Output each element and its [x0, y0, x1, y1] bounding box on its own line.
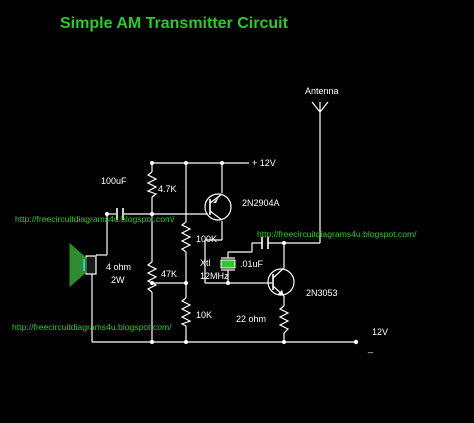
r5-label: 22 ohm: [236, 314, 266, 324]
transistor-q1: [204, 193, 232, 221]
capacitor-c2: [261, 237, 269, 249]
q1-label: 2N2904A: [242, 198, 280, 208]
wires: [91, 112, 356, 343]
capacitor-c1: [116, 208, 124, 220]
r2-label: 100K: [196, 234, 217, 244]
xtal-freq-label: 12MHz: [200, 271, 229, 281]
c1-label: 100uF: [101, 176, 127, 186]
r4-label: 10K: [196, 310, 212, 320]
antenna-symbol: [311, 101, 329, 113]
resistor-r5: [278, 305, 290, 334]
resistor-r2: [180, 221, 192, 253]
resistor-r3: [146, 261, 158, 293]
speaker-watt-label: 2W: [111, 275, 125, 285]
r1-label: 4.7K: [158, 184, 177, 194]
supply-bottom-plus-label: 12V: [372, 327, 388, 337]
xtal-label: Xtl: [200, 258, 211, 268]
speaker-icon: [69, 242, 97, 288]
q2-label: 2N3053: [306, 288, 338, 298]
r3-label: 47K: [161, 269, 177, 279]
supply-bottom-minus-label: _: [367, 343, 374, 353]
watermark-url-2: http://freecircuitdiagrams4u.blogspot.co…: [257, 229, 417, 239]
c2-label: .01uF: [240, 259, 264, 269]
watermark-url-1: http://freecircuitdiagrams4u.blogspot.co…: [15, 214, 175, 224]
watermark-url-3: http://freecircuitdiagrams4u.blogspot.co…: [12, 322, 172, 332]
speaker-ohm-label: 4 ohm: [106, 262, 131, 272]
crystal-xtal: [220, 257, 236, 271]
transistor-q2: [267, 267, 295, 297]
supply-top-label: + 12V: [252, 158, 276, 168]
page-title: Simple AM Transmitter Circuit: [60, 15, 289, 32]
antenna-label: Antenna: [305, 86, 339, 96]
resistor-r4: [180, 297, 192, 327]
resistor-r1: [146, 171, 158, 198]
